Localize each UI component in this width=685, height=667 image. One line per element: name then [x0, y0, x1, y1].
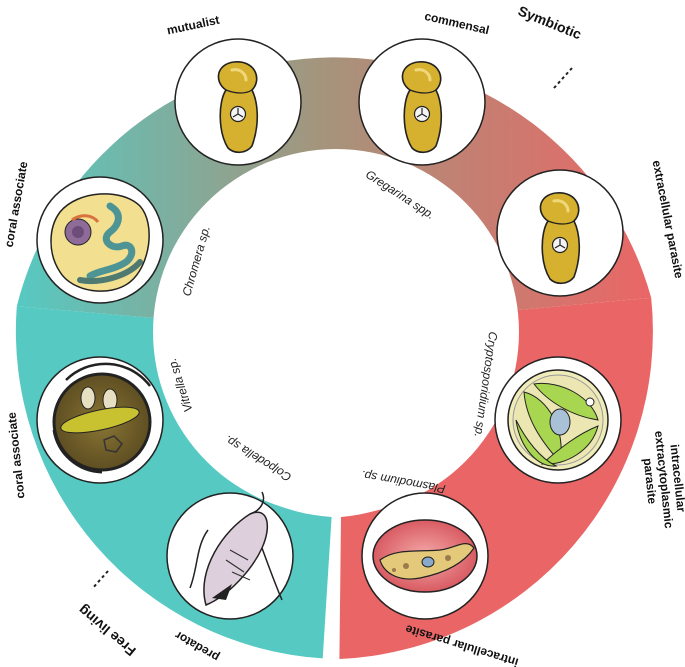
label-coral-associate-upper: coral associate — [2, 160, 31, 248]
ring-center-hole — [153, 149, 519, 515]
symbiotic-separator-line — [554, 68, 572, 88]
label-free-living: Free living — [75, 602, 139, 659]
label-commensal: commensal — [423, 9, 490, 37]
vitrella-cyst-icon — [37, 357, 163, 483]
label-coral-associate-lower: coral associate — [4, 411, 27, 499]
label-symbiotic: Symbiotic — [516, 2, 584, 42]
label-intracellular-extracytoplasmic-parasite: intracellular extracytoplasmic parasite — [638, 429, 685, 531]
label-extracellular-parasite: extracellular parasite — [650, 159, 685, 280]
gregarine-commensal-icon — [359, 39, 485, 165]
free-living-separator-line — [92, 571, 108, 589]
plasmodium-infected-rbc-icon — [362, 493, 488, 619]
colpodella-predator-icon — [167, 492, 293, 619]
label-mutualist: mutualist — [166, 13, 221, 38]
chromera-cell-icon — [37, 177, 163, 303]
label-predator: predator — [172, 628, 221, 665]
gregarine-mutualist-icon — [175, 39, 301, 165]
cryptosporidium-oocyst-icon — [495, 357, 621, 483]
gregarine-parasite-icon — [497, 170, 623, 296]
